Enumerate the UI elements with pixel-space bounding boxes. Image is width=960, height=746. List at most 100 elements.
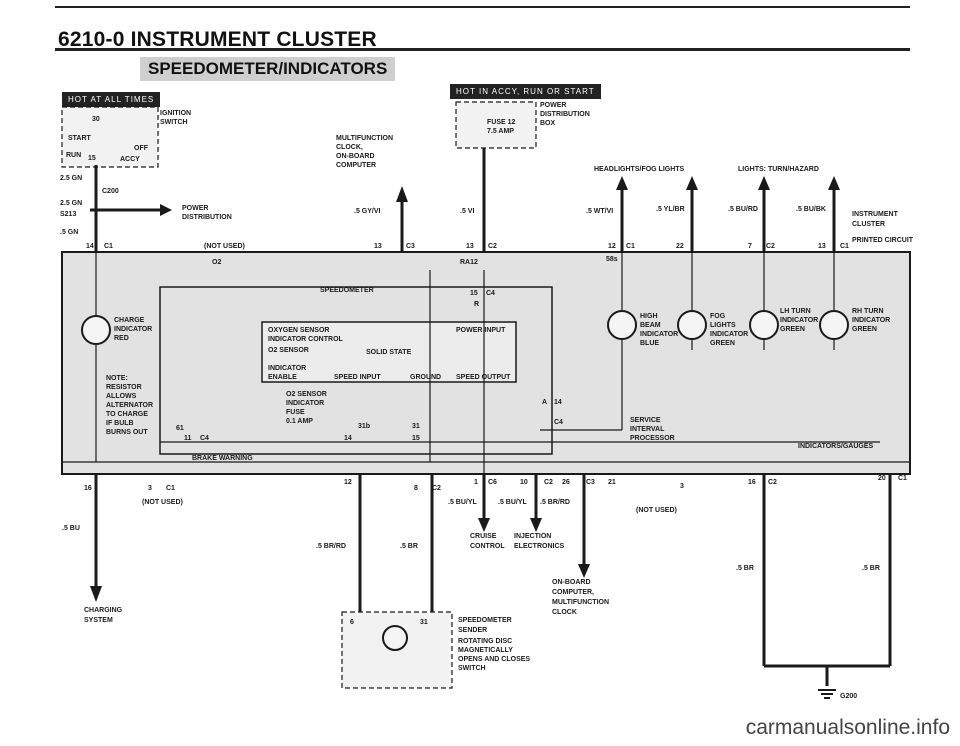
wire-label-burd: .5 BU/RD (728, 206, 758, 213)
conn-c1: C1 (104, 243, 113, 250)
run-label: RUN (66, 152, 81, 159)
bottom-c1b: C1 (898, 475, 907, 482)
power-dist-left-2: DISTRIBUTION (182, 214, 232, 221)
power-dist-left-1: POWER (182, 205, 208, 212)
wire-label-buyl-a: .5 BU/YL (448, 499, 478, 506)
instrument-label-1: INSTRUMENT (852, 211, 899, 218)
bottom-20: 20 (878, 475, 886, 482)
wire-ground-left (764, 664, 829, 686)
conn-ra12: RA12 (460, 259, 478, 266)
pin-a: A (542, 399, 547, 406)
bottom-c2b: C2 (544, 479, 553, 486)
rh-turn-label-3: GREEN (852, 326, 877, 333)
sender-label-4: MAGNETICALLY (458, 647, 513, 654)
wire-label-brrd-b: .5 BR/RD (540, 499, 570, 506)
bottom-21: 21 (608, 479, 616, 486)
wire-label-gyvi: .5 GY/VI (354, 208, 381, 215)
o2-indicator-2: INDICATOR (286, 400, 324, 407)
wire-label-bubk: .5 BU/BK (796, 206, 826, 213)
brake-warning-label: BRAKE WARNING (192, 455, 253, 462)
conn-c2-22: 22 (676, 243, 684, 250)
bottom-c2c: C2 (768, 479, 777, 486)
ignition-switch-box (61, 106, 159, 168)
wire-label-br-c: .5 BR (862, 565, 880, 572)
watermark: carmanualsonline.info (745, 716, 950, 739)
conn-c1b: C1 (626, 243, 635, 250)
power-dist-label-2: DISTRIBUTION (540, 111, 590, 118)
oxygen-label-4: INDICATOR (268, 365, 306, 372)
solid-state-label: SOLID STATE (366, 349, 412, 356)
wire-label-bu: .5 BU (62, 525, 80, 532)
pin-c4: C4 (200, 435, 209, 442)
turn-hazard-label: LIGHTS: TURN/HAZARD (738, 166, 819, 173)
multifunction-label-4: COMPUTER (336, 162, 376, 169)
oxygen-label-3: O2 SENSOR (268, 347, 309, 354)
ground-label: GROUND (410, 374, 441, 381)
wire-label-br-a: .5 BR (400, 543, 418, 550)
oxygen-label-2: INDICATOR CONTROL (268, 336, 344, 343)
rh-turn-label-2: INDICATOR (852, 317, 890, 324)
injection-label-2: ELECTRONICS (514, 543, 565, 550)
charge-label-3: RED (114, 335, 129, 342)
sender-disc-icon (382, 625, 408, 651)
note-3: ALLOWS (106, 393, 137, 400)
charging-label-2: SYSTEM (84, 617, 113, 624)
arrow-turn-1 (758, 176, 770, 190)
lh-turn-label-2: INDICATOR (780, 317, 818, 324)
conn-c4: C4 (486, 290, 495, 297)
bottom-c6: C6 (488, 479, 497, 486)
conn-c4-15: 15 (470, 290, 478, 297)
charge-label-1: CHARGE (114, 317, 145, 324)
bottom-1: 1 (474, 479, 478, 486)
bottom-8: 8 (414, 485, 418, 492)
bottom-26: 26 (562, 479, 570, 486)
speedometer-label: SPEEDOMETER (320, 287, 374, 294)
hot-in-accy-banner: HOT IN ACCY, RUN OR START (450, 84, 601, 99)
wire-label-wtvi: .5 WT/VI (586, 208, 613, 215)
note-4: ALTERNATOR (106, 402, 153, 409)
note-7: BURNS OUT (106, 429, 148, 436)
cruise-label-2: CONTROL (470, 543, 505, 550)
start-label: START (68, 135, 92, 142)
charge-bulb-icon (81, 315, 111, 345)
ground-symbol-icon (818, 689, 836, 699)
printed-circuit-label: PRINTED CIRCUIT (852, 237, 914, 244)
sender-label-6: SWITCH (458, 665, 486, 672)
charging-label-1: CHARGING (84, 607, 123, 614)
bottom-16: 16 (84, 485, 92, 492)
onboard-label-2: COMPUTER, (552, 589, 594, 596)
multifunction-label-2: CLOCK, (336, 144, 363, 151)
fog-bulb-icon (677, 310, 707, 340)
power-distribution-box (455, 101, 537, 149)
title-rule (55, 48, 910, 51)
accy-label: ACCY (120, 156, 140, 163)
fuse-label: FUSE (286, 409, 305, 416)
pin-31: 31 (412, 423, 420, 430)
bulbs (81, 310, 849, 651)
fog-label-1: FOG (710, 313, 726, 320)
multifunction-label-1: MULTIFUNCTION (336, 135, 393, 142)
service-label-2: INTERVAL (630, 426, 665, 433)
conn-c1-12: 12 (608, 243, 616, 250)
fog-label-2: LIGHTS (710, 322, 736, 329)
off-label: OFF (134, 145, 149, 152)
lh-turn-label-1: LH TURN (780, 308, 811, 315)
charge-label-2: INDICATOR (114, 326, 152, 333)
ground-g200-label: G200 (840, 693, 857, 700)
arrow-injection (530, 518, 542, 532)
arrow-headlights-2 (686, 176, 698, 190)
conn-c2: C2 (488, 243, 497, 250)
pin-30-label: 30 (92, 116, 100, 123)
page-title: 6210-0 INSTRUMENT CLUSTER (58, 28, 377, 51)
speed-output-label: SPEED OUTPUT (456, 374, 511, 381)
solid-state-box (261, 321, 517, 383)
fuse-name-label: FUSE 12 (487, 119, 516, 126)
note-1: NOTE: (106, 375, 128, 382)
onboard-label-3: MULTIFUNCTION (552, 599, 609, 606)
top-rule (55, 6, 910, 8)
pin-11: 11 (184, 435, 192, 442)
arrows (90, 176, 840, 602)
pin-r: R (474, 301, 479, 308)
fog-label-4: GREEN (710, 340, 735, 347)
